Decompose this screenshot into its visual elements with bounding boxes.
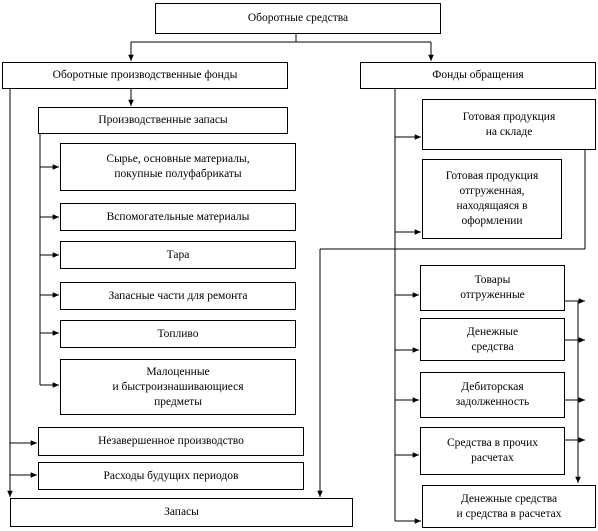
node-production-funds-label: Оборотные производственные фонды [52,69,238,81]
node-other-settlements: Средства в прочих расчетах [420,427,565,475]
node-cash: Денежные средства [420,318,565,361]
node-spare-parts-label: Запасные части для ремонта [108,289,248,302]
node-cash-and-settlements: Денежные средства и средства в расчетах [422,485,596,528]
node-goods-shipped-label: Товары отгруженные [460,274,525,301]
node-working-capital-label: Оборотные средства [247,12,349,24]
node-cash-and-settlements-label: Денежные средства и средства в расчетах [456,492,562,520]
node-work-in-progress: Незавершенное производство [38,427,304,456]
node-work-in-progress-label: Незавершенное производство [98,435,244,447]
node-finished-goods-warehouse-label: Готовая продукция на складе [462,110,556,138]
node-containers: Тара [60,241,296,269]
node-receivables-label: Дебиторская задолженность [455,381,530,408]
node-spare-parts: Запасные части для ремонта [60,282,296,310]
node-production-stocks-label: Производственные запасы [98,114,228,126]
node-production-funds: Оборотные производственные фонды [2,62,288,89]
node-auxiliary-materials-label: Вспомогательные материалы [106,210,250,223]
node-raw-materials-label: Сырье, основные материалы, покупные полу… [106,153,250,180]
node-low-value-items: Малоценные и быстроизнашивающиеся предме… [60,359,296,415]
node-auxiliary-materials: Вспомогательные материалы [60,203,296,231]
node-deferred-expenses-label: Расходы будущих периодов [103,469,239,482]
node-finished-goods-shipped: Готовая продукция отгруженная, находящая… [422,159,562,239]
node-circulation-funds: Фонды обращения [360,62,596,89]
node-fuel: Топливо [60,320,296,348]
node-receivables: Дебиторская задолженность [420,372,565,418]
node-fuel-label: Топливо [157,327,199,340]
node-cash-label: Денежные средства [466,325,519,353]
node-finished-goods-shipped-label: Готовая продукция отгруженная, находящая… [445,170,539,227]
node-finished-goods-warehouse: Готовая продукция на складе [422,99,596,150]
node-inventories-label: Запасы [164,506,199,518]
node-goods-shipped: Товары отгруженные [420,265,565,311]
node-working-capital: Оборотные средства [155,3,441,34]
node-low-value-items-label: Малоценные и быстроизнашивающиеся предме… [112,365,244,408]
node-inventories: Запасы [10,498,353,527]
node-raw-materials: Сырье, основные материалы, покупные полу… [60,143,296,191]
node-circulation-funds-label: Фонды обращения [432,69,524,81]
node-deferred-expenses: Расходы будущих периодов [38,462,304,490]
node-production-stocks: Производственные запасы [38,107,288,134]
node-other-settlements-label: Средства в прочих расчетах [447,437,538,464]
node-containers-label: Тара [166,248,190,261]
